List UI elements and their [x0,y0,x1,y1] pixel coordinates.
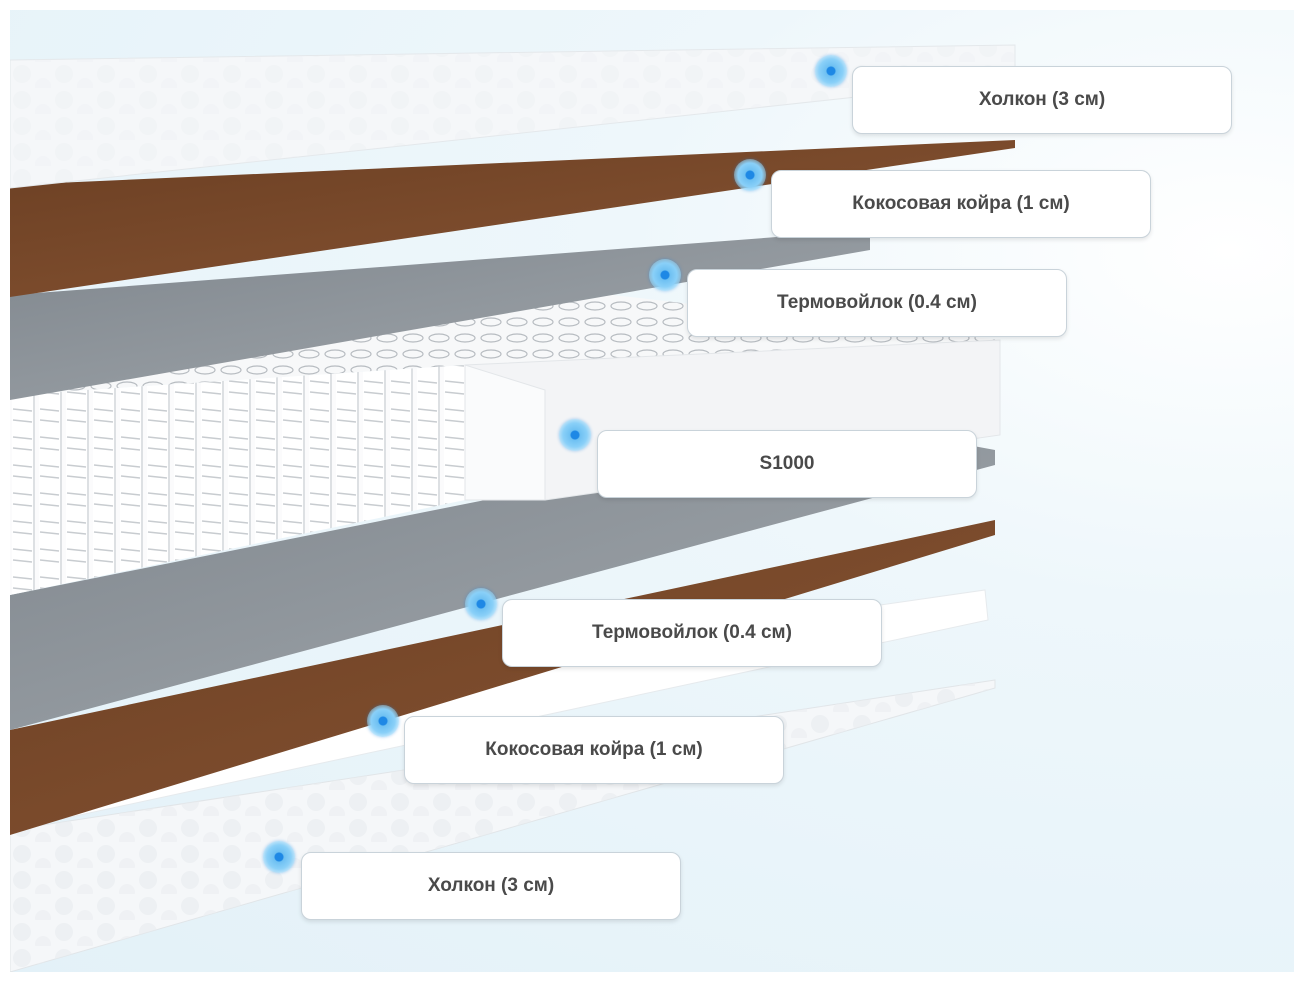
mattress-layers-diagram: Холкон (3 см) Кокосовая койра (1 см) Тер… [10,10,1294,972]
layer-4-label: S1000 [597,430,977,498]
layer-2-marker [734,159,766,191]
layer-1-marker [815,55,847,87]
layer-6-label: Кокосовая койра (1 см) [404,716,784,784]
layer-5-label: Термовойлок (0.4 см) [502,599,882,667]
layer-2-label: Кокосовая койра (1 см) [771,170,1151,238]
layer-1-label: Холкон (3 см) [852,66,1232,134]
layer-6-marker [367,705,399,737]
layer-7-marker [263,841,295,873]
layer-7-label: Холкон (3 см) [301,852,681,920]
layer-5-marker [465,588,497,620]
layer-3-marker [649,259,681,291]
layer-3-label: Термовойлок (0.4 см) [687,269,1067,337]
layer-4-marker [559,419,591,451]
